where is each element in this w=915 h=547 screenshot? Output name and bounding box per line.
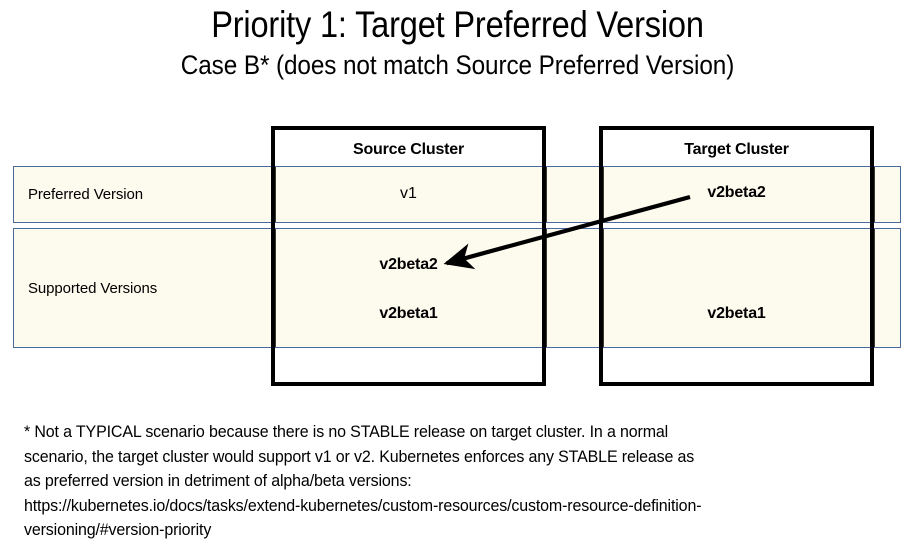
cell-source-preferred-version: v1	[400, 185, 417, 202]
footnote-line-1: * Not a TYPICAL scenario because there i…	[24, 423, 669, 441]
footnote: * Not a TYPICAL scenario because there i…	[24, 420, 868, 543]
footnote-url-line-1: https://kubernetes.io/docs/tasks/extend-…	[24, 496, 702, 515]
footnote-url-line-2: versioning/#version-priority	[24, 521, 212, 539]
page-title: Priority 1: Target Preferred Version	[211, 4, 704, 45]
column-header-source-cluster: Source Cluster	[352, 141, 464, 158]
cell-source-supported-v2beta1: v2beta1	[379, 305, 438, 322]
page-subtitle: Case B* (does not match Source Preferred…	[180, 50, 735, 80]
title-block: Priority 1: Target Preferred Version Cas…	[0, 2, 915, 82]
cell-target-preferred-version: v2beta2	[707, 184, 766, 201]
column-header-target-cluster: Target Cluster	[684, 141, 789, 158]
footnote-line-2: scenario, the target cluster would suppo…	[24, 447, 695, 466]
target-cluster-box: Target Cluster	[599, 126, 874, 386]
cell-source-supported-v2beta2: v2beta2	[379, 256, 438, 273]
row-label-supported-versions: Supported Versions	[28, 280, 158, 297]
footnote-line-3: as preferred version in detriment of alp…	[24, 472, 412, 490]
cell-target-supported-v2beta1: v2beta1	[707, 305, 766, 322]
row-label-preferred-version: Preferred Version	[28, 186, 144, 203]
